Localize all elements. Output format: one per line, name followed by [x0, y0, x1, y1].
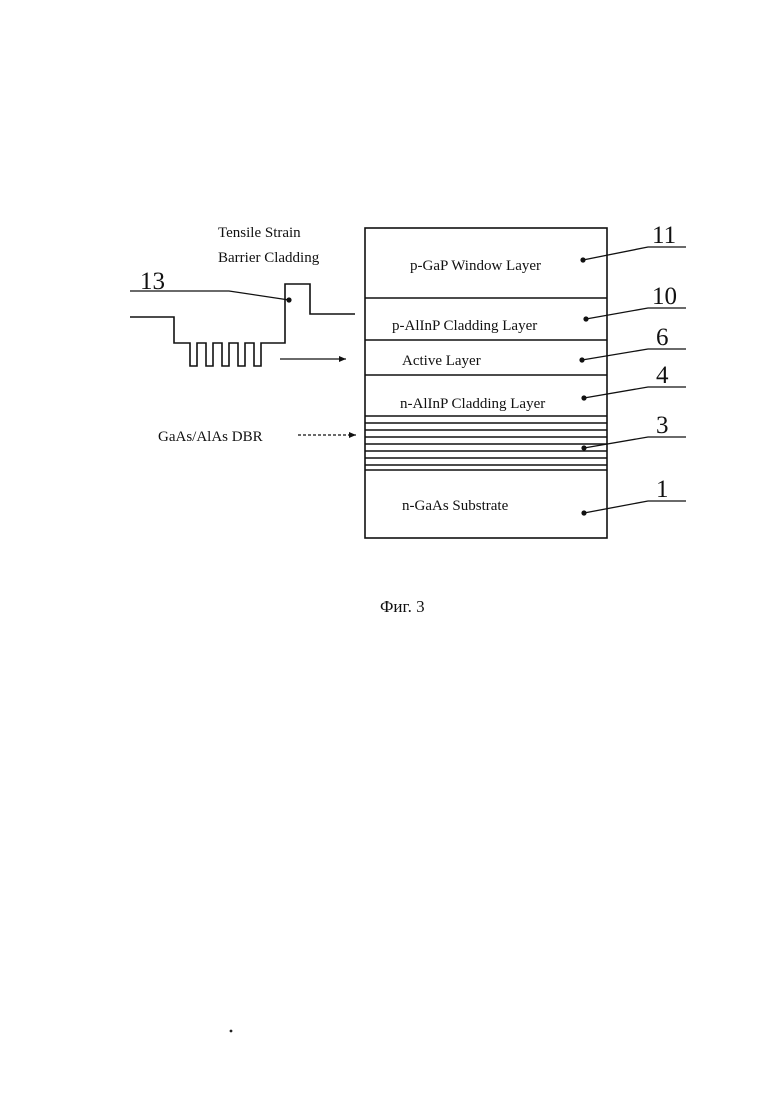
ref-numeral-11: 11 — [652, 222, 676, 249]
band-profile — [130, 284, 355, 366]
layer-label-window: p-GaP Window Layer — [410, 258, 541, 274]
annotation-barrier-cladding: Barrier Cladding — [218, 250, 320, 266]
stack-outline — [365, 228, 607, 538]
device-stack — [365, 228, 607, 538]
leader-dots — [579, 257, 588, 515]
dbr-label: GaAs/AlAs DBR — [158, 429, 263, 445]
figure-caption: Фиг. 3 — [380, 597, 425, 616]
ref-numeral-4: 4 — [656, 362, 669, 389]
layer-label-p-cladding: p-AlInP Cladding Layer — [392, 318, 537, 334]
leader-dot-13 — [286, 297, 291, 302]
ref-numeral-3: 3 — [656, 412, 669, 439]
ref-numeral-1: 1 — [656, 476, 669, 503]
annotation-tensile-strain: Tensile Strain — [218, 225, 301, 241]
speck — [230, 1030, 233, 1033]
ref-numeral-13: 13 — [140, 268, 165, 295]
layer-label-active: Active Layer — [402, 353, 481, 369]
dbr-stack — [365, 423, 607, 470]
layer-label-n-cladding: n-AlInP Cladding Layer — [400, 396, 545, 412]
layer-label-substrate: n-GaAs Substrate — [402, 498, 509, 514]
ref-numeral-6: 6 — [656, 324, 669, 351]
ref-numeral-10: 10 — [652, 283, 677, 310]
